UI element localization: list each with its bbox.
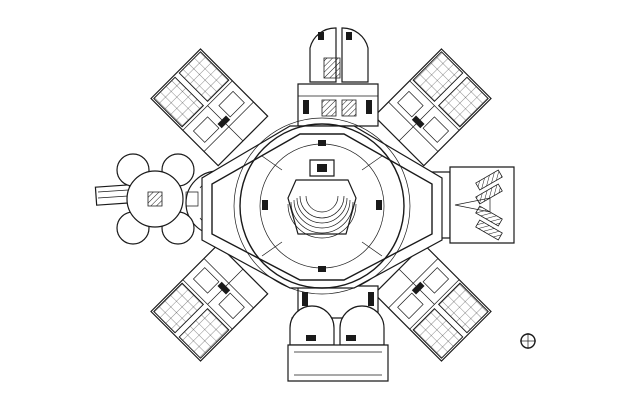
clover-pavilion	[95, 154, 198, 244]
north-arrow-icon	[520, 333, 536, 349]
wing-southeast	[374, 244, 491, 361]
auditorium	[262, 156, 382, 256]
wing-northeast	[374, 49, 491, 166]
south-pavilion	[288, 286, 388, 381]
north-pavilion	[298, 28, 378, 126]
wing-southwest	[151, 244, 268, 361]
east-wing	[422, 167, 514, 243]
wing-northwest	[151, 49, 268, 166]
